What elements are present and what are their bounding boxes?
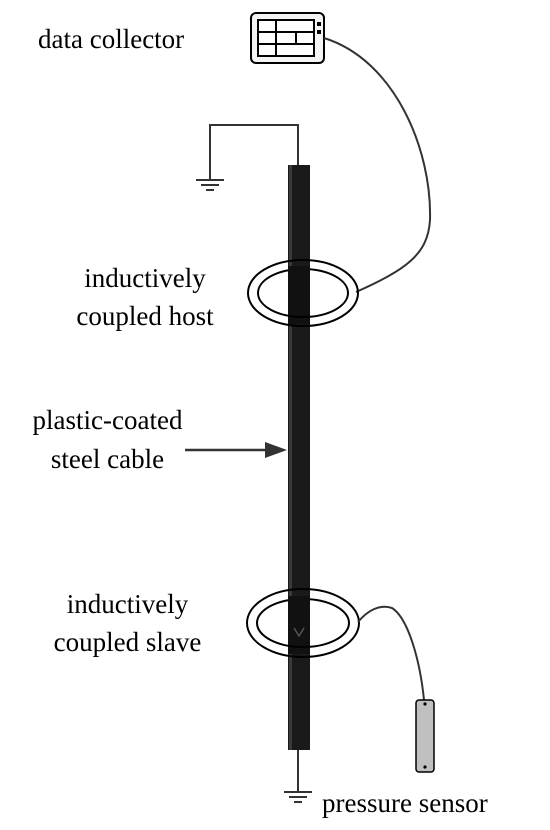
inductively-coupled-slave-ring xyxy=(246,622,360,658)
host-label-line2: coupled host xyxy=(76,301,214,331)
data-collector-label: data collector xyxy=(38,24,185,54)
top-ground-icon xyxy=(196,179,224,191)
slave-label-line2: coupled slave xyxy=(53,627,202,657)
pressure-sensor-icon xyxy=(415,699,435,773)
cable-label-line2: steel cable xyxy=(50,444,165,474)
pressure-sensor-label: pressure sensor xyxy=(322,788,488,818)
bottom-ground-icon xyxy=(284,791,312,803)
data-collector-device-icon xyxy=(250,12,325,64)
collector-cable xyxy=(323,37,432,293)
steel-cable-highlight xyxy=(289,165,292,750)
sensor-cable xyxy=(357,605,425,701)
cable-label-line1: plastic-coated xyxy=(32,405,183,435)
cable-pointer-arrow xyxy=(185,442,287,458)
top-ground-wire xyxy=(209,124,299,180)
host-core xyxy=(288,266,310,324)
slave-core xyxy=(288,596,310,654)
slave-core-mark xyxy=(293,627,305,638)
inductively-coupled-host-ring xyxy=(247,292,359,327)
slave-label-line1: inductively xyxy=(66,589,189,619)
host-label-line1: inductively xyxy=(84,263,206,293)
